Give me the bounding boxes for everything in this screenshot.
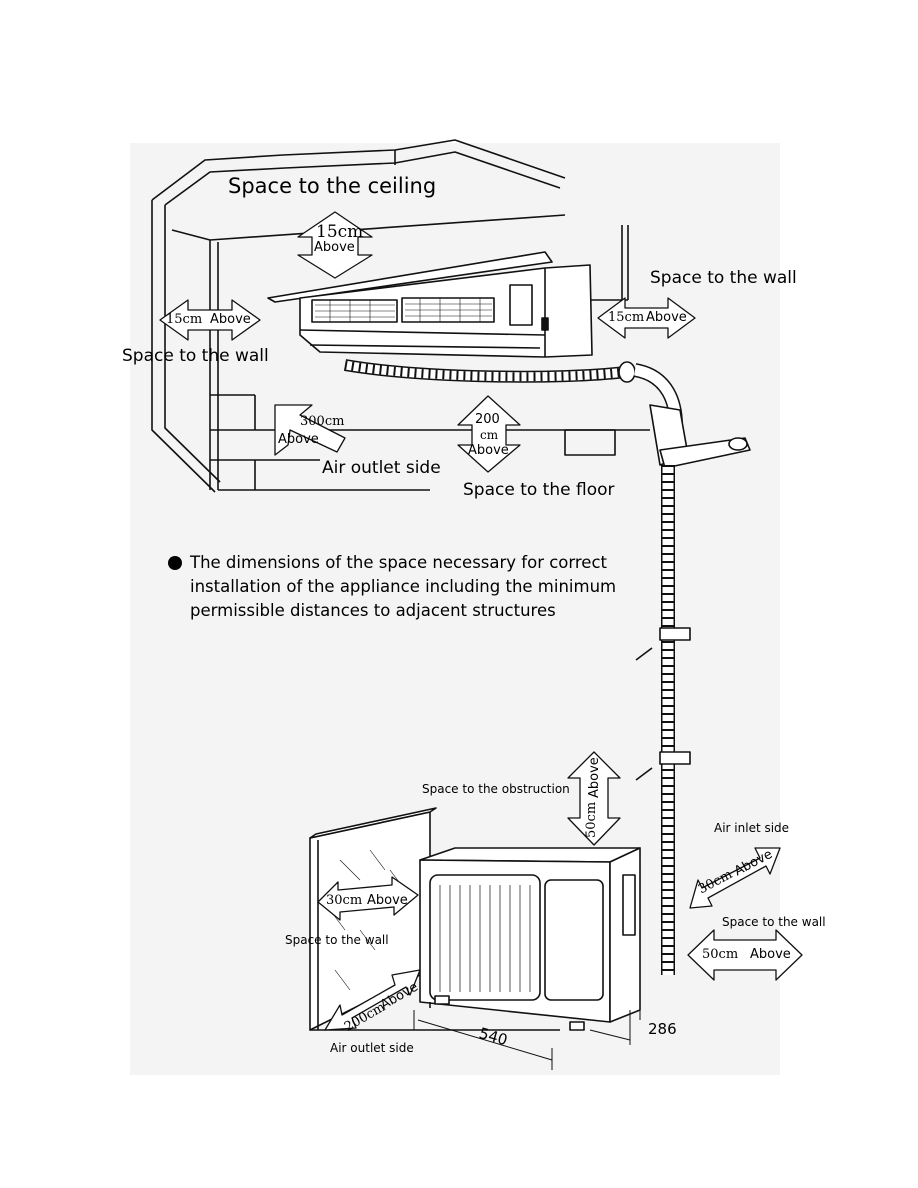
outdoor-right-wall-label: Space to the wall xyxy=(722,915,826,929)
arrow-outdoor-left-wall xyxy=(317,876,419,921)
arrow-right-wall xyxy=(597,297,696,339)
outlet-space-above: Above xyxy=(278,432,319,447)
depth-dimension: 286 xyxy=(648,1020,677,1038)
ceiling-space-value: 15cm xyxy=(316,222,364,242)
arrow-left-wall xyxy=(159,299,261,341)
outdoor-outlet-side-label: Air outlet side xyxy=(330,1041,414,1055)
room-outline xyxy=(151,139,650,493)
refrigerant-pipe xyxy=(343,359,751,975)
obstruction-space-value: 50cm xyxy=(584,801,599,838)
left-wall-space-above: Above xyxy=(210,312,251,327)
ceiling-space-label: Space to the ceiling xyxy=(228,174,437,198)
installation-note: The dimensions of the space necessary fo… xyxy=(190,553,617,620)
floor-space-label: Space to the floor xyxy=(463,480,615,500)
outdoor-left-wall-above: Above xyxy=(367,893,408,908)
outdoor-left-wall-value: 30cm xyxy=(326,893,363,908)
right-wall-space-label: Space to the wall xyxy=(650,268,797,288)
arrow-outdoor-right-wall xyxy=(687,929,803,981)
obstruction-space-above: Above xyxy=(587,757,602,798)
outdoor-right-wall-value: 50cm xyxy=(702,947,739,962)
bullet-icon xyxy=(168,556,182,570)
arrow-ceiling xyxy=(297,211,373,279)
ceiling-space-above: Above xyxy=(314,240,355,255)
arrow-obstruction xyxy=(567,751,621,846)
arrow-inlet xyxy=(689,847,781,909)
outdoor-right-wall-above: Above xyxy=(750,947,791,962)
indoor-unit xyxy=(267,251,593,358)
outlet-space-value: 300cm xyxy=(300,414,345,429)
outdoor-left-wall-label: Space to the wall xyxy=(285,933,389,947)
left-wall-space-value: 15cm xyxy=(166,312,203,327)
floor-space-above: Above xyxy=(468,443,509,458)
obstruction-space-label: Space to the obstruction xyxy=(422,782,570,796)
arrow-outdoor-front xyxy=(324,969,421,1031)
dimension-lines xyxy=(413,1000,641,1070)
floor-space-value-unit: cm xyxy=(480,428,499,442)
right-wall-space-above: Above xyxy=(646,310,687,325)
right-wall-space-value: 15cm xyxy=(608,310,645,325)
outlet-side-label: Air outlet side xyxy=(322,458,441,478)
floor-space-value-number: 200 xyxy=(475,412,500,427)
arrow-outlet xyxy=(274,404,346,456)
inlet-side-label: Air inlet side xyxy=(714,821,790,835)
outdoor-unit xyxy=(419,847,641,1031)
left-wall-space-label: Space to the wall xyxy=(122,346,269,366)
arrow-floor xyxy=(457,395,521,473)
